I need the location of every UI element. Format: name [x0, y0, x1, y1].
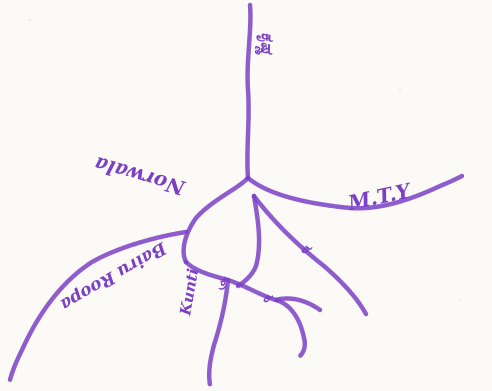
label-top: ಕೃಷ್ಣ	[254, 32, 277, 56]
